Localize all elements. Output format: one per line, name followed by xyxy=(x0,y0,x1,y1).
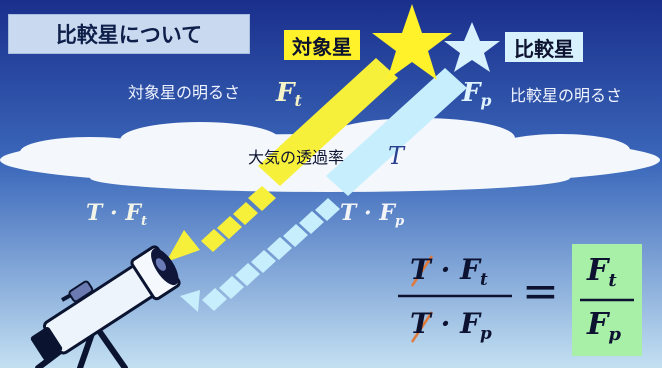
attenuated-target-flux: T · Ft xyxy=(86,200,148,229)
equals-sign: = xyxy=(522,266,559,317)
target-flux-symbol: Ft xyxy=(276,78,302,111)
target-star xyxy=(372,4,452,80)
equation-numerator: T · Ft xyxy=(410,253,488,289)
page-title: 比較星について xyxy=(55,23,203,47)
attenuated-comparison-flux: T · Fp xyxy=(340,200,405,229)
result-numerator: Ft xyxy=(587,253,617,292)
numerator-cancel-mark xyxy=(410,255,434,287)
equation-denominator: T · Fp xyxy=(410,307,492,343)
target-star-label: 対象星 xyxy=(284,30,360,60)
atmosphere-cloud xyxy=(0,118,660,192)
transmittance-label: 大気の透過率 xyxy=(248,148,345,167)
comparison-brightness-label: 比較星の明るさ xyxy=(510,86,623,105)
finder-scope xyxy=(61,280,94,303)
target-light-beam xyxy=(166,58,398,262)
comparison-star-label: 比較星 xyxy=(505,32,583,62)
denominator-cancel-mark xyxy=(410,311,434,343)
title-panel: 比較星について xyxy=(8,14,250,54)
result-denominator: Fp xyxy=(587,307,621,346)
target-brightness-label: 対象星の明るさ xyxy=(128,83,241,102)
telescope xyxy=(30,245,181,368)
comparison-flux-symbol: Fp xyxy=(462,78,492,111)
comparison-star xyxy=(444,22,500,72)
comparison-light-beam xyxy=(180,68,467,312)
transmittance-symbol: T xyxy=(388,142,405,170)
